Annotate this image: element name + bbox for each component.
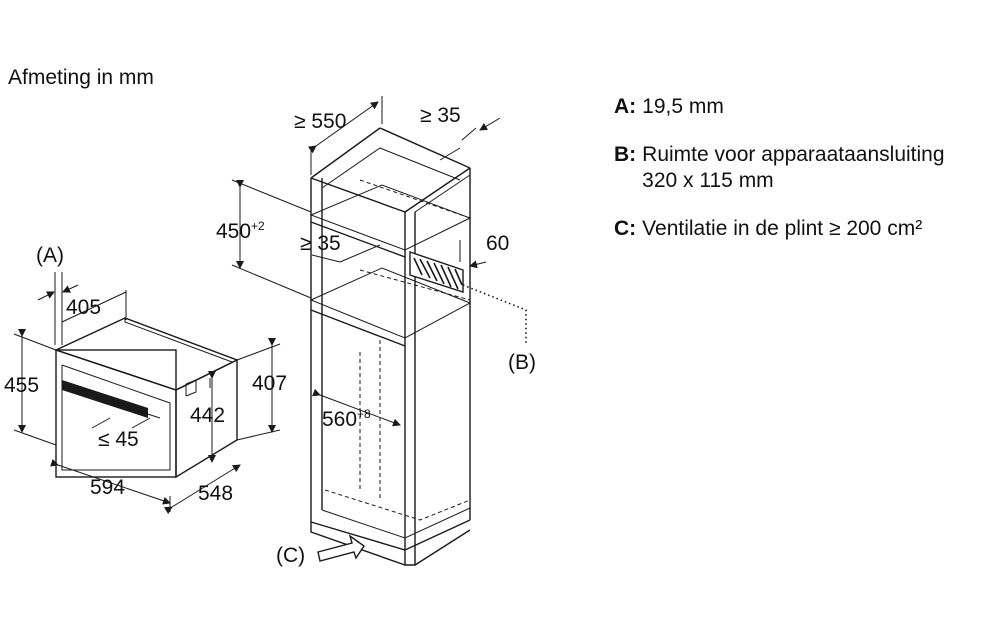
legend-key-c: C: <box>614 217 637 240</box>
oven-drawing <box>54 317 239 479</box>
legend-text-a: 19,5 mm <box>642 95 724 118</box>
oven-dimensions <box>13 272 281 515</box>
legend-text-b-block: Ruimte voor apparaataansluiting 320 x 11… <box>642 142 944 194</box>
oven-label-405: 405 <box>66 296 101 319</box>
oven-label-407: 407 <box>252 372 287 395</box>
oven-label-442: 442 <box>190 404 225 427</box>
cabinet-label-450: 450+2 <box>216 219 265 243</box>
legend-item-c: C: Ventilatie in de plint ≥ 200 cm² <box>614 216 1000 242</box>
cabinet-label-550: ≥ 550 <box>294 110 346 133</box>
cabinet-dimensions <box>231 96 527 562</box>
legend-text-c: Ventilatie in de plint ≥ 200 cm² <box>642 217 923 240</box>
cabinet-label-35-inner: ≥ 35 <box>300 232 341 255</box>
cabinet-label-560-value: 560 <box>322 408 357 431</box>
cabinet-label-60: 60 <box>486 232 509 255</box>
cabinet-label-450-value: 450 <box>216 220 251 243</box>
diagram-title: Afmeting in mm <box>8 66 154 89</box>
legend-item-a: A: 19,5 mm <box>614 94 1000 120</box>
cabinet-label-c: (C) <box>276 544 305 567</box>
oven-label-45: ≤ 45 <box>98 428 139 451</box>
cabinet-label-b: (B) <box>508 351 536 374</box>
legend: A: 19,5 mm B: Ruimte voor apparaataanslu… <box>614 94 1000 264</box>
oven-label-548: 548 <box>198 482 233 505</box>
legend-key-b: B: <box>614 143 637 166</box>
legend-text-b: Ruimte voor apparaataansluiting <box>642 143 945 166</box>
oven-label-594: 594 <box>90 476 125 499</box>
legend-key-a: A: <box>614 95 637 118</box>
oven-label-455: 455 <box>4 374 39 397</box>
cabinet-drawing <box>309 127 472 566</box>
legend-item-b: B: Ruimte voor apparaataansluiting 320 x… <box>614 142 1000 194</box>
cabinet-label-35-top: ≥ 35 <box>420 104 461 127</box>
cabinet-label-560-tol: +8 <box>357 407 371 421</box>
oven-handle <box>62 380 148 418</box>
oven-label-a: (A) <box>36 244 64 267</box>
cabinet-label-560: 560+8 <box>322 407 371 431</box>
cabinet-label-450-tol: +2 <box>251 219 265 233</box>
legend-text-b-size: 320 x 115 mm <box>642 169 774 192</box>
